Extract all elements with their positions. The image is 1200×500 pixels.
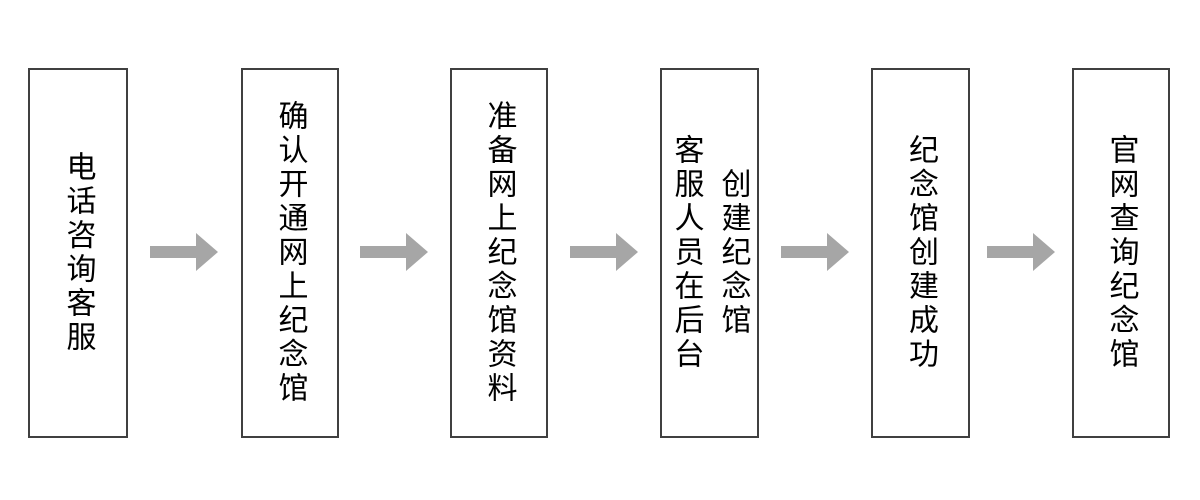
right-arrow-shape xyxy=(360,233,428,271)
right-arrow-icon-1 xyxy=(150,233,218,271)
right-arrow-icon-5 xyxy=(987,233,1055,271)
flow-step-1: 电话咨询客服 xyxy=(28,68,128,438)
right-arrow-shape xyxy=(781,233,849,271)
flow-step-2-label: 确认开通网上纪念馆 xyxy=(272,100,308,406)
flow-step-5-label: 纪念馆创建成功 xyxy=(903,134,938,372)
flow-step-4-label-col2: 创建纪念馆 xyxy=(715,168,751,338)
right-arrow-shape xyxy=(150,233,218,271)
flow-step-3-label: 准备网上纪念馆资料 xyxy=(481,100,517,406)
flow-step-4: 客服人员在后台 创建纪念馆 xyxy=(660,68,759,438)
flow-step-5: 纪念馆创建成功 xyxy=(871,68,970,438)
flow-step-4-label-col1: 客服人员在后台 xyxy=(668,134,704,372)
flow-step-3: 准备网上纪念馆资料 xyxy=(450,68,548,438)
flow-step-2: 确认开通网上纪念馆 xyxy=(241,68,339,438)
right-arrow-icon-4 xyxy=(781,233,849,271)
right-arrow-icon-2 xyxy=(360,233,428,271)
right-arrow-shape xyxy=(987,233,1055,271)
flow-step-6: 官网查询纪念馆 xyxy=(1072,68,1170,438)
right-arrow-shape xyxy=(570,233,638,271)
right-arrow-icon-3 xyxy=(570,233,638,271)
flow-step-1-label: 电话咨询客服 xyxy=(60,151,96,355)
flow-step-6-label: 官网查询纪念馆 xyxy=(1103,134,1139,372)
